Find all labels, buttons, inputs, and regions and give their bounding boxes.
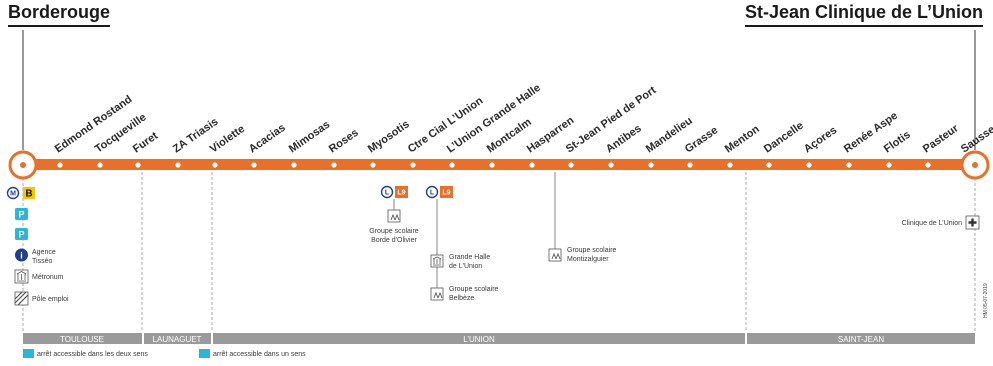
stop-dot[interactable] [251, 162, 257, 168]
stop-dot[interactable] [331, 162, 337, 168]
start-terminus-title: Borderouge [8, 2, 111, 27]
svg-text:P: P [18, 230, 24, 240]
zone-label-launaguet: LAUNAGUET [153, 335, 202, 344]
stop-label[interactable]: Menton [723, 123, 762, 155]
hospital-icon [965, 215, 980, 230]
stop-label[interactable]: Dancelle [762, 120, 806, 156]
stop-dot[interactable] [568, 162, 574, 168]
linea-badge[interactable]: L [425, 185, 439, 199]
stop-dot[interactable] [846, 162, 852, 168]
stop-dot[interactable] [410, 162, 416, 168]
stop-dot[interactable] [648, 162, 654, 168]
stop-dot[interactable] [291, 162, 297, 168]
route-line [23, 159, 975, 170]
stop-label[interactable]: Furet [131, 130, 161, 156]
accessible-both-icon [23, 349, 34, 358]
stop-dot[interactable] [489, 162, 495, 168]
linea-badge[interactable]: L [380, 185, 394, 199]
school-icon [548, 248, 562, 262]
stop-label[interactable]: Roses [327, 127, 361, 156]
stop-dot[interactable] [806, 162, 812, 168]
end-terminus-marker[interactable] [960, 150, 990, 180]
stop-dot[interactable] [135, 162, 141, 168]
clinique-label: Clinique de L’Union [902, 220, 962, 227]
svg-text:L9: L9 [442, 190, 450, 197]
stop-dot[interactable] [97, 162, 103, 168]
stop-dot[interactable] [529, 162, 535, 168]
stop-dot[interactable] [727, 162, 733, 168]
pole-emploi-label: Pôle emploi [32, 296, 69, 303]
l9-badge[interactable]: L9 [440, 186, 453, 198]
stop-dot[interactable] [370, 162, 376, 168]
stop-dot[interactable] [608, 162, 614, 168]
stop-dot[interactable] [687, 162, 693, 168]
info-icon: i [15, 248, 28, 262]
stop-dot[interactable] [886, 162, 892, 168]
zone-label-saint-jean: SAINT-JEAN [838, 335, 884, 344]
stop-dot[interactable] [766, 162, 772, 168]
l9-badge[interactable]: L9 [395, 186, 408, 198]
footnote: HM 05-07-2019 [983, 283, 989, 318]
start-terminus-marker[interactable] [8, 150, 38, 180]
zone-lunion [213, 333, 745, 344]
legend-both-ways: arrêt accessible dans les deux sens [37, 351, 148, 358]
school-icon [430, 287, 444, 301]
connection-clinique: Clinique de L’Union [902, 215, 980, 230]
stop-label[interactable]: Flotis [882, 129, 913, 156]
stop-dot[interactable] [449, 162, 455, 168]
svg-text:L: L [430, 190, 435, 197]
svg-text:L: L [385, 190, 390, 197]
zone-boundaries [22, 172, 976, 332]
stop-label[interactable]: Myosotis [366, 118, 412, 155]
employment-office-icon [14, 291, 29, 306]
stop-dot[interactable] [963, 162, 969, 168]
stop-dot[interactable] [57, 162, 63, 168]
end-terminus-title: St-Jean Clinique de L’Union [744, 2, 983, 27]
parking-icon: P [15, 208, 28, 220]
svg-text:L9: L9 [397, 190, 405, 197]
svg-text:M: M [10, 191, 16, 198]
legend: arrêt accessible dans les deux sens arrê… [23, 349, 306, 358]
legend-one-way: arrêt accessible dans un sens [213, 351, 306, 358]
svg-text:P: P [18, 210, 24, 220]
zones-bar: TOULOUSE LAUNAGUET L’UNION SAINT-JEAN [23, 333, 975, 344]
svg-text:i: i [20, 251, 23, 261]
svg-text:B: B [25, 189, 32, 200]
stop-dot[interactable] [175, 162, 181, 168]
stop-dot[interactable] [925, 162, 931, 168]
stop-label[interactable]: Pasteur [921, 122, 962, 155]
zone-label-lunion: L’UNION [463, 335, 495, 344]
metro-badge[interactable]: M [6, 186, 20, 200]
zone-saint-jean [747, 333, 975, 344]
zone-toulouse [23, 333, 142, 344]
metronum-label: Métronum [32, 274, 64, 281]
stop-dot[interactable] [212, 162, 218, 168]
school-icon [387, 209, 401, 223]
bike-parking-icon: P [15, 228, 28, 240]
zone-label-toulouse: TOULOUSE [60, 335, 104, 344]
stop-label[interactable]: Açores [802, 124, 839, 155]
stop-label[interactable]: Mimosas [287, 119, 332, 156]
zone-launaguet [144, 333, 211, 344]
stop-label[interactable]: Acacias [247, 122, 288, 156]
accessible-one-way-icon [199, 349, 210, 358]
monument-icon [430, 254, 444, 268]
metro-line-b-badge[interactable]: B [23, 187, 35, 200]
concert-hall-icon [14, 269, 29, 284]
